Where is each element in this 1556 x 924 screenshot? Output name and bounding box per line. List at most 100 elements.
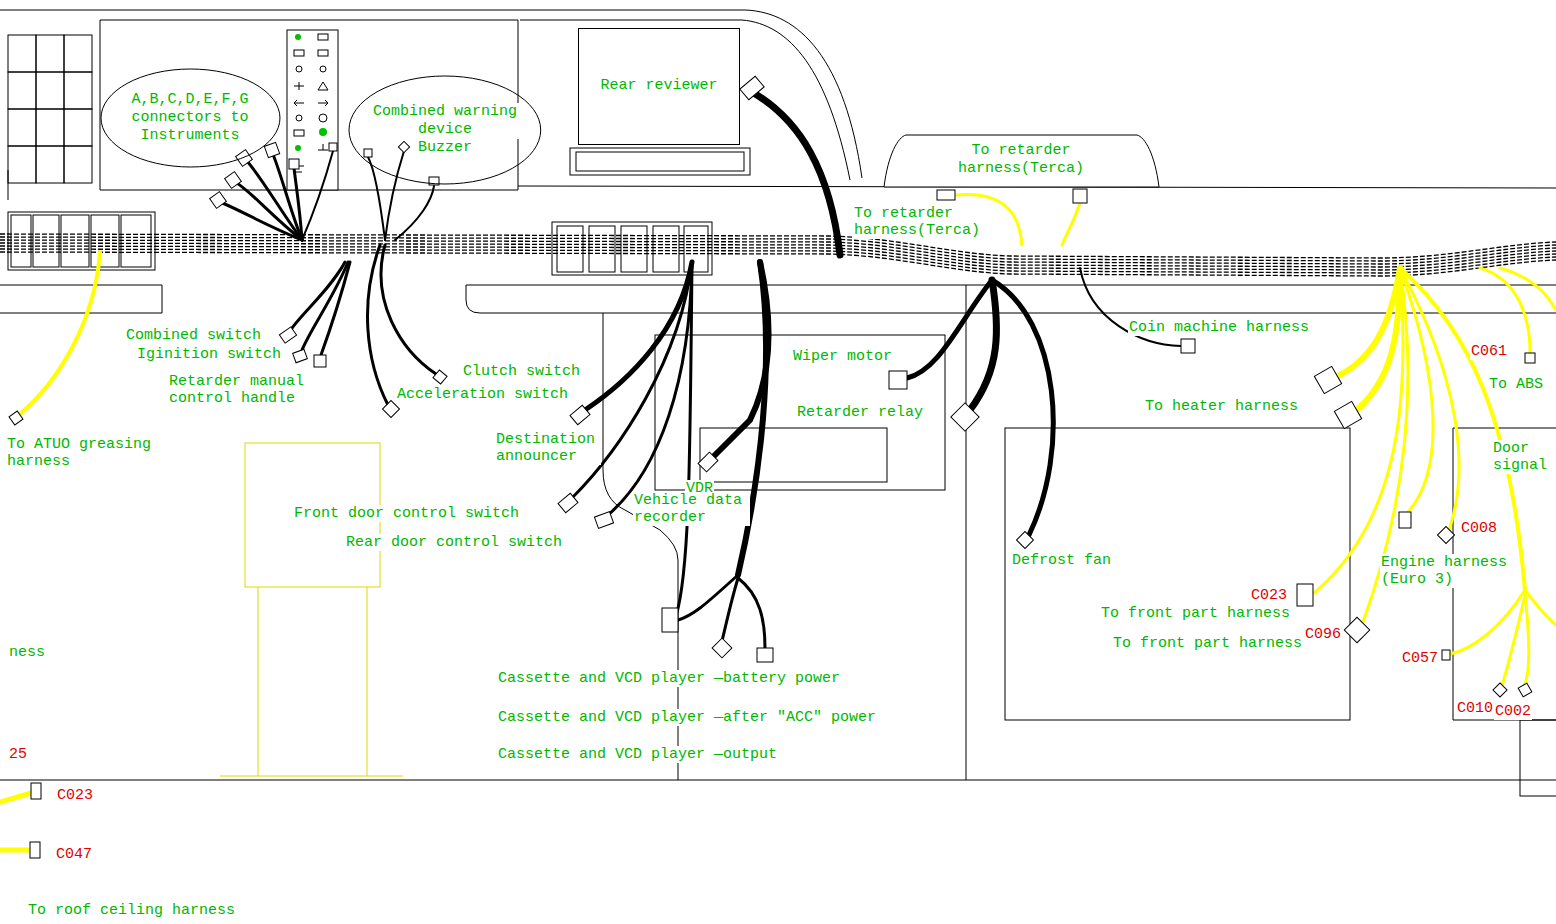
gauge-ellipse (349, 76, 541, 184)
indicator-panel (294, 50, 304, 56)
connector-plug (225, 172, 242, 189)
connector-plug (1442, 650, 1450, 660)
connector-plug (30, 842, 40, 858)
fuse-relay-box (552, 222, 712, 275)
harness-wire (220, 92, 1181, 648)
indicator-panel (287, 30, 338, 190)
switch-grid (8, 109, 36, 146)
callout-number: C061 (1470, 343, 1508, 360)
switch-grid (33, 215, 59, 267)
part-label: To roof ceiling harness (27, 902, 236, 919)
switch-grid (36, 146, 64, 183)
part-label: Acceleration switch (396, 386, 569, 403)
dashboard-outline (966, 285, 967, 780)
yellow-harness-wire (1502, 595, 1525, 686)
connector-plug (31, 783, 41, 799)
part-label: Cassette and VCD player —battery power (497, 670, 841, 687)
part-label: Cassette and VCD player —after "ACC" pow… (497, 709, 877, 726)
connector-plug (236, 150, 253, 167)
switch-grid (36, 109, 64, 146)
dashboard-outline (576, 152, 744, 171)
dashboard-outline (520, 20, 850, 180)
connector-plug (740, 76, 764, 100)
connector-plug (951, 403, 979, 431)
warning-device-ellipse: Combined warning deviceBuzzer (348, 75, 542, 185)
part-label: Coin machine harness (1128, 319, 1310, 336)
callout-number: C023 (56, 787, 94, 804)
node-label: To retarder harness(Terca) (921, 142, 1121, 178)
callout-number: C023 (1250, 587, 1288, 604)
connector-plug (1314, 366, 1341, 393)
gauge-ellipse (101, 69, 280, 167)
callout-number: C008 (1460, 520, 1498, 537)
node-body: Rear reviewer (599, 77, 718, 95)
connector-plug (314, 355, 326, 367)
indicator-panel (295, 145, 301, 151)
part-label: Retarder manual control handle (168, 373, 310, 407)
dashboard-outline (570, 148, 750, 175)
connector-plug (1344, 617, 1369, 642)
part-label: To front part harness (1112, 635, 1303, 652)
harness-wire (738, 578, 765, 648)
part-label: Engine harness (Euro 3) (1380, 554, 1512, 588)
connector-plug (1399, 512, 1411, 528)
indicator-panel (319, 114, 327, 122)
indicator-panel (294, 100, 304, 106)
switch-grid (36, 35, 64, 72)
harness-wire (907, 280, 992, 378)
harness-wire (294, 168, 302, 240)
harness-wire (395, 186, 434, 240)
part-label: Iginition switch (136, 346, 282, 363)
indicator-panel (318, 50, 328, 56)
switch-grid (8, 146, 36, 183)
connector-plug (757, 648, 773, 662)
dashboard-outline (0, 285, 162, 313)
indicator-panel (294, 130, 304, 136)
node-body: A,B,C,D,E,F,G connectors to Instruments (124, 91, 256, 145)
fuse-relay-box (684, 226, 708, 272)
part-label: Rear door control switch (345, 534, 563, 551)
connector-plug (398, 141, 409, 152)
door-switch-pedestal (220, 443, 403, 776)
harness-wire (220, 202, 302, 240)
main-harness (0, 234, 1556, 276)
harness-wire (738, 262, 766, 575)
yellow-harness-wire (1400, 268, 1433, 512)
indicator-panel (318, 34, 328, 40)
part-label: Vehicle data recorder (633, 492, 750, 526)
harness-wire (381, 245, 436, 374)
fuse-relay-box (653, 226, 679, 272)
indicator-panel (296, 66, 302, 72)
retarder-housing: To retarder harness(Terca) (884, 133, 1159, 187)
connector-plug (329, 143, 337, 151)
harness-wire (385, 151, 404, 240)
main-harness (0, 252, 1556, 276)
monitor-frame (579, 28, 740, 144)
yellow-harness-wire (1480, 268, 1530, 352)
part-label: Retarder relay (796, 404, 924, 421)
connector-plug (293, 349, 308, 363)
fuse-relay-box (589, 226, 615, 272)
dashboard-outline (700, 428, 887, 482)
part-label: Clutch switch (462, 363, 581, 380)
fuse-relay-box (552, 222, 712, 275)
dashboard-outline (0, 10, 862, 178)
part-label: Cassette and VCD player —output (497, 746, 778, 763)
connector-plug (9, 76, 1535, 858)
harness-wire (752, 92, 840, 255)
yellow-harness-wire (0, 793, 31, 802)
connector-plug (9, 411, 23, 425)
connector-plug (662, 608, 678, 632)
node-label: Buzzer (417, 139, 473, 157)
indicator-panel (318, 100, 328, 106)
harness-wire (302, 262, 348, 350)
yellow-harness-wire (0, 194, 1556, 850)
connector-plug (1017, 532, 1034, 549)
connector-plug (594, 512, 613, 529)
indicator-panel (296, 115, 302, 121)
switch-grid (64, 109, 92, 146)
connector-plug (279, 327, 296, 343)
callout-number: C010 (1456, 700, 1494, 717)
connector-plug (570, 405, 590, 424)
